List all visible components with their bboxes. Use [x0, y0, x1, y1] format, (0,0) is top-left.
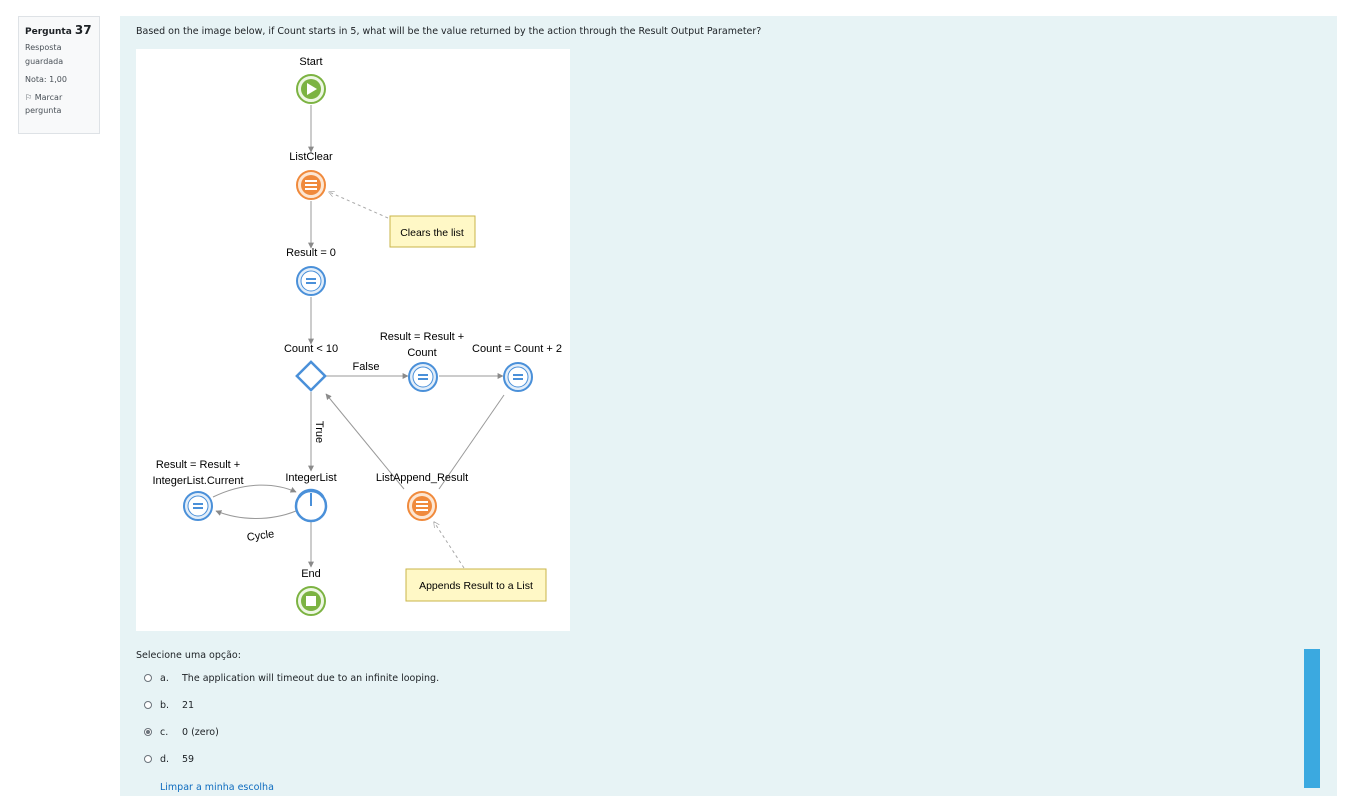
option-b-letter: b.: [160, 699, 170, 711]
question-text: Based on the image below, if Count start…: [136, 26, 762, 37]
for-each-integer-list-node: [294, 488, 328, 523]
assign-count-inc-node: [503, 362, 533, 392]
list-append-node: [407, 491, 437, 521]
scroll-side-bar[interactable]: [1304, 649, 1320, 788]
note-clears-box: [389, 215, 476, 248]
label-integer-list: IntegerList: [285, 472, 336, 484]
label-list-clear: ListClear: [289, 151, 333, 163]
question-number: Pergunta 37: [25, 23, 92, 37]
option-d-text: 59: [182, 753, 195, 765]
question-grade: Nota: 1,00: [25, 75, 67, 84]
option-d-letter: d.: [160, 753, 170, 765]
list-clear-node: [296, 170, 326, 200]
option-c[interactable]: c. 0 (zero): [144, 724, 219, 740]
label-start: Start: [299, 56, 322, 68]
note-clears-text: Clears the list: [400, 227, 464, 239]
label-cycle: Cycle: [246, 528, 275, 544]
question-content: Based on the image below, if Count start…: [120, 16, 1337, 796]
option-b[interactable]: b. 21: [144, 697, 194, 713]
note-append-text: Appends Result to a List: [419, 580, 533, 592]
start-node: [296, 74, 326, 104]
option-a[interactable]: a. The application will timeout due to a…: [144, 670, 439, 686]
option-c-text: 0 (zero): [182, 726, 219, 738]
label-result-current-2: IntegerList.Current: [152, 475, 243, 487]
radio-c-selected[interactable]: [144, 728, 152, 736]
label-false: False: [353, 361, 380, 373]
label-count-check: Count < 10: [284, 343, 338, 355]
option-b-text: 21: [182, 699, 195, 711]
assign-result-current-node: [183, 491, 213, 521]
if-count-node: [295, 360, 327, 392]
label-list-append: ListAppend_Result: [376, 472, 468, 484]
option-d[interactable]: d. 59: [144, 751, 194, 767]
label-result-count-1: Result = Result +: [380, 331, 464, 343]
flow-diagram-image: Start ListClear Clears the list Result =…: [136, 49, 570, 631]
radio-b[interactable]: [144, 701, 152, 709]
assign-result-zero-node: [296, 266, 326, 296]
label-true: True: [313, 421, 325, 443]
label-end: End: [301, 568, 321, 580]
radio-a[interactable]: [144, 674, 152, 682]
radio-d[interactable]: [144, 755, 152, 763]
flag-icon: ⚐: [25, 93, 33, 102]
note-append-box: [405, 568, 547, 602]
option-c-letter: c.: [160, 726, 169, 738]
assign-result-count-node: [408, 362, 438, 392]
option-a-letter: a.: [160, 672, 169, 684]
flow-diagram-svg: Start ListClear Clears the list Result =…: [152, 56, 562, 616]
label-result-zero: Result = 0: [286, 247, 336, 259]
label-result-current-1: Result = Result +: [156, 459, 240, 471]
end-node: [296, 586, 326, 616]
label-result-count-2: Count: [407, 347, 436, 359]
answer-prompt: Selecione uma opção:: [136, 650, 241, 661]
label-count-inc: Count = Count + 2: [472, 343, 562, 355]
option-a-text: The application will timeout due to an i…: [182, 672, 440, 684]
